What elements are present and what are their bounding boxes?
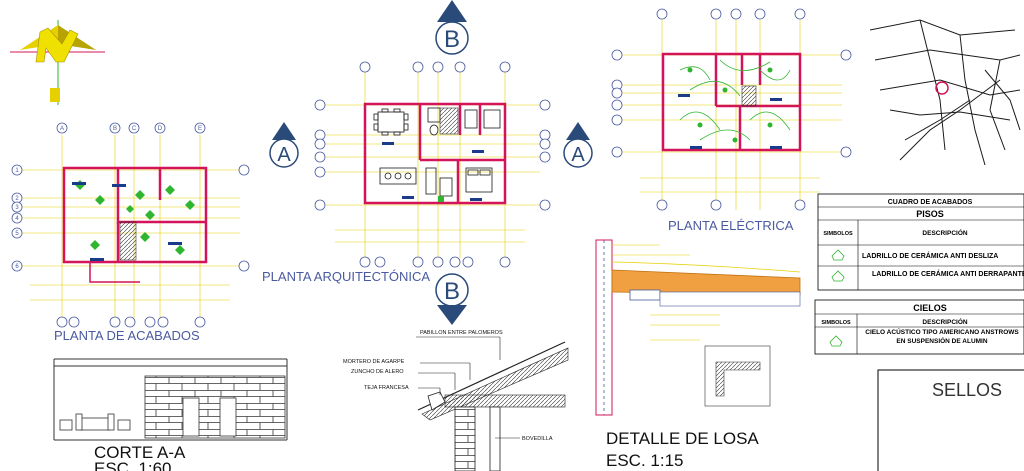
finishes-table-title: CUADRO DE ACABADOS <box>888 199 973 206</box>
grid-6: 6 <box>15 264 19 270</box>
grid-c: C <box>132 126 137 132</box>
plan-architectural: PLANTA ARQUITECTÓNICA <box>262 61 551 284</box>
grid-2: 2 <box>15 196 19 202</box>
slab-scale: ESC. 1:15 <box>606 451 684 470</box>
roof-detail: PABILLON ENTRE PALOMEROS MORTERO DE AGAR… <box>343 330 569 471</box>
grid-d: D <box>158 126 163 132</box>
ceilings-col-description: DESCRIPCIÓN <box>922 317 967 326</box>
north-arrow-icon <box>10 20 105 105</box>
plan-finishes: A B C D E 1 2 3 4 5 6 PLANTA DE ACABADOS <box>11 122 250 343</box>
stamps-box: SELLOS <box>877 369 1024 471</box>
floor-row-2: LADRILLO DE CERÁMICA ANTI DERRAPANTE <box>872 269 1024 278</box>
grid-4: 4 <box>15 216 19 222</box>
grid-b: B <box>113 126 117 132</box>
section-title: CORTE A-A <box>94 443 186 462</box>
section-a-right-label: A <box>571 144 585 166</box>
ceilings-table: CIELOS SIMBOLOS DESCRIPCIÓN CIELO ACÚSTI… <box>814 299 1024 355</box>
plan-architectural-title: PLANTA ARQUITECTÓNICA <box>262 269 430 284</box>
plan-electrical: PLANTA ELÉCTRICA <box>611 8 852 233</box>
grid-1: 1 <box>15 168 19 174</box>
section-b-bottom-label: B <box>444 278 460 305</box>
section-b-top-label: B <box>444 26 460 53</box>
floor-row-1: LADRILLO DE CERÁMICA ANTI DESLIZA <box>862 251 998 260</box>
ceiling-symbol-icon <box>829 335 843 347</box>
finishes-table: CUADRO DE ACABADOS PISOS SIMBOLOS DESCRI… <box>817 193 1024 291</box>
location-map <box>869 19 1021 166</box>
roof-label-pabellon: PABILLON ENTRE PALOMEROS <box>420 330 503 336</box>
roof-label-teja: TEJA FRANCESA <box>364 385 409 391</box>
section-a-a: CORTE A-A ESC. 1:60 <box>53 358 288 471</box>
plan-electrical-title: PLANTA ELÉCTRICA <box>668 218 794 233</box>
floors-col-description: DESCRIPCIÓN <box>922 228 967 237</box>
stamps-title: SELLOS <box>932 380 1002 400</box>
ceilings-col-symbols: SIMBOLOS <box>821 320 851 326</box>
section-a-left-label: A <box>277 144 291 166</box>
floor-symbol-icon <box>831 249 845 282</box>
section-scale: ESC. 1:60 <box>94 459 172 471</box>
roof-label-mortero: MORTERO DE AGARPE <box>343 359 405 365</box>
plan-finishes-title: PLANTA DE ACABADOS <box>54 328 200 343</box>
grid-a: A <box>60 126 64 132</box>
grid-3: 3 <box>15 205 19 211</box>
section-marker-a-right: A <box>563 122 593 168</box>
floors-header: PISOS <box>916 209 944 219</box>
sofa-icon <box>59 413 131 431</box>
ceiling-row-1: CIELO ACÚSTICO TIPO AMERICANO ANSTROWS E… <box>865 329 1019 345</box>
section-marker-b-bottom: B <box>435 273 469 325</box>
grid-5: 5 <box>15 231 19 237</box>
ceilings-header: CIELOS <box>913 303 947 313</box>
roof-label-zuncho: ZUNCHO DE ALERO <box>351 369 404 375</box>
slab-detail: DETALLE DE LOSA ESC. 1:15 <box>595 239 801 470</box>
grid-e: E <box>198 126 202 132</box>
section-marker-b-top: B <box>435 0 469 55</box>
roof-label-bovedilla: BOVEDILLA <box>522 436 553 442</box>
section-marker-a-left: A <box>269 122 299 168</box>
slab-title: DETALLE DE LOSA <box>606 429 759 448</box>
floors-col-symbols: SIMBOLOS <box>823 231 853 237</box>
